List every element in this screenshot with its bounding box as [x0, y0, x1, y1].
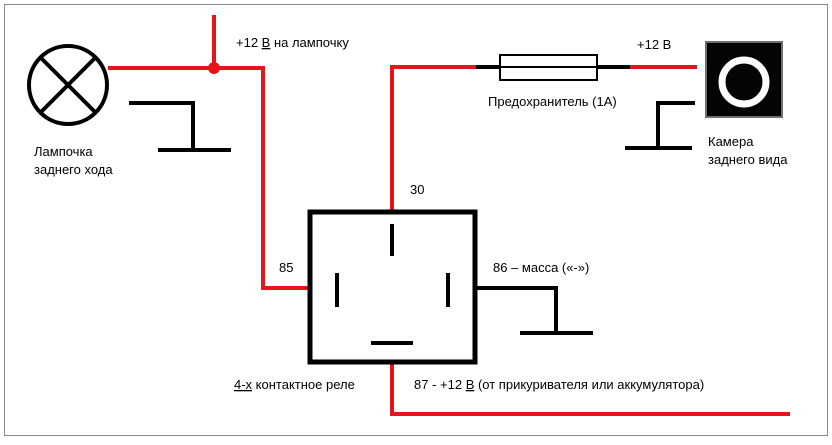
camera-icon	[705, 41, 783, 118]
lamp-label-line2: заднего хода	[34, 162, 113, 177]
positive-wires	[108, 15, 790, 416]
pin-87-underlined: В	[466, 377, 475, 392]
relay-label-rest: контактное реле	[252, 377, 355, 392]
pin-87-rest: (от прикуривателя или аккумулятора)	[474, 377, 704, 392]
camera-supply-label: +12 В	[637, 37, 671, 52]
camera-lens-ring	[718, 56, 770, 108]
pin-30-label: 30	[410, 182, 424, 197]
relay-label-underlined: 4-х	[234, 377, 253, 392]
wire-relay-87-supply	[390, 360, 790, 416]
wire-lamp-to-relay-85	[108, 66, 310, 290]
ground-wires	[129, 65, 695, 335]
camera-ground-symbol	[656, 101, 695, 150]
pin-85-label: 85	[279, 260, 293, 275]
lamp-supply-underlined: В	[262, 35, 271, 50]
relay-symbol	[307, 209, 478, 365]
lamp-supply-plain: +12	[236, 35, 262, 50]
wire-relay-30-to-fuse	[390, 65, 480, 214]
relay-86-ground-wire	[475, 286, 558, 335]
pin-86-label: 86 – масса («-»)	[493, 260, 589, 275]
lamp-icon	[27, 44, 109, 126]
lamp-supply-rest: на лампочку	[270, 35, 349, 50]
diagram-frame	[4, 4, 828, 436]
lamp-ground-symbol	[129, 101, 195, 152]
pin-87-prefix: 87 - +12	[414, 377, 466, 392]
fuse-label: Предохранитель (1А)	[488, 94, 617, 109]
junction-dot-icon	[208, 62, 220, 74]
lamp-label-line1: Лампочка	[34, 144, 93, 159]
pin-87-label: 87 - +12 В (от прикуривателя или аккумул…	[414, 377, 704, 392]
camera-label-line1: Камера	[708, 134, 754, 149]
lamp-supply-label: +12 В на лампочку	[236, 35, 349, 50]
relay-label: 4-х контактное реле	[234, 377, 355, 392]
camera-label-line2: заднего вида	[708, 152, 788, 167]
relay-body	[307, 209, 478, 365]
